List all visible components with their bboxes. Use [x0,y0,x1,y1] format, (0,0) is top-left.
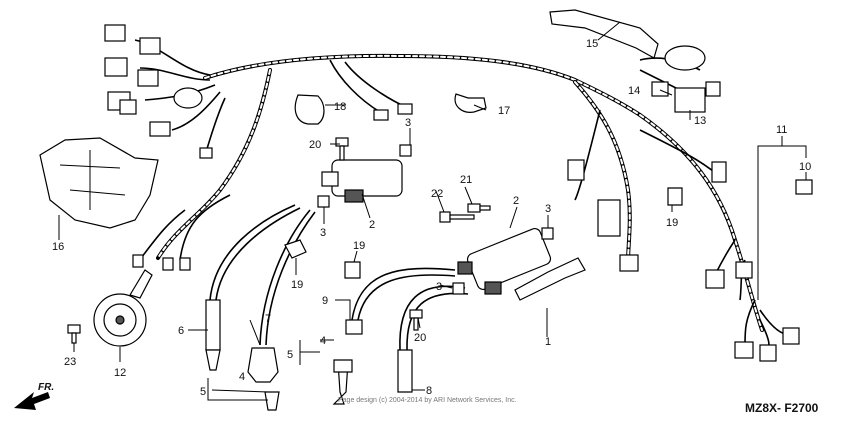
callout-9: 9 [322,295,328,307]
bolt-22[interactable] [439,211,475,223]
front-arrow-icon [14,392,50,410]
callout-19-center: 19 [353,240,365,252]
callout-8: 8 [426,385,432,397]
harness-connectors-left[interactable] [104,24,213,271]
callout-labels: 1 2 2 3 3 3 3 4 4 5 5 6 7 8 9 10 11 12 1… [52,38,811,398]
callout-11: 11 [776,124,787,136]
bracket-16[interactable] [39,137,159,229]
plug-wire-7[interactable] [247,209,316,383]
bracket-15[interactable] [549,9,659,59]
bolt-20-lower[interactable] [409,309,423,331]
callout-19-right: 19 [666,217,678,229]
bolt-21[interactable] [467,203,491,213]
ignition-coil-upper[interactable] [321,159,403,203]
callout-20-lower: 20 [414,332,426,344]
callout-2-upper: 2 [369,219,375,231]
callout-20-upper: 20 [309,139,321,151]
ignition-coil-lower[interactable] [457,227,552,295]
leader-lines [58,21,807,401]
callout-5-left: 5 [200,386,206,398]
drawing-code: MZ8X- F2700 [745,401,819,415]
callout-19-left: 19 [291,279,303,291]
callout-15: 15 [586,38,598,50]
harness-connectors-right[interactable] [373,103,800,362]
callout-3-lower: 3 [436,281,442,293]
callout-2-lower: 2 [513,195,519,207]
nut-3-top[interactable] [399,144,412,157]
callout-14: 14 [628,85,640,97]
front-indicator: FR. [38,382,54,393]
clip-18[interactable] [294,94,325,125]
callout-5-center: 5 [287,349,293,361]
plug-wire-8[interactable] [397,285,469,393]
plug-cap-4-left[interactable] [264,391,280,411]
callout-18: 18 [334,101,346,113]
nut-3-right[interactable] [541,227,554,240]
callout-3-left: 3 [320,227,326,239]
callout-16: 16 [52,241,64,253]
callout-3-right: 3 [545,203,551,215]
callout-21: 21 [460,174,472,186]
callout-13: 13 [694,115,706,127]
copyright-notice: Page design (c) 2004-2014 by ARI Network… [338,397,517,404]
nut-3-left[interactable] [317,195,330,208]
clip-19-left[interactable] [284,239,307,259]
callout-1: 1 [545,336,551,348]
relay-13[interactable] [674,87,706,113]
callout-7: 7 [265,313,271,325]
wire-harness[interactable] [134,39,791,353]
clip-19-center[interactable] [344,261,361,279]
callout-6: 6 [178,325,184,337]
relay-14[interactable] [651,45,721,97]
plug-wire-6[interactable] [205,204,301,371]
bolt-23[interactable] [67,324,81,344]
coil-bracket-1[interactable] [514,257,586,301]
callout-23: 23 [64,356,76,368]
callout-10: 10 [799,161,811,173]
horn-12[interactable] [93,269,153,347]
callout-17: 17 [498,105,510,117]
callout-4-center: 4 [320,335,326,347]
bolt-20-upper[interactable] [335,137,349,161]
connector-10[interactable] [795,179,813,195]
callout-3-top: 3 [405,117,411,129]
plug-cap-4-center[interactable] [332,359,353,405]
clip-19-right[interactable] [667,187,683,206]
callout-22: 22 [431,188,443,200]
callout-4-left: 4 [239,371,245,383]
plug-wire-9[interactable] [345,267,456,335]
callout-12: 12 [114,367,126,379]
nut-3-lower[interactable] [452,282,465,295]
clip-17[interactable] [454,93,487,113]
